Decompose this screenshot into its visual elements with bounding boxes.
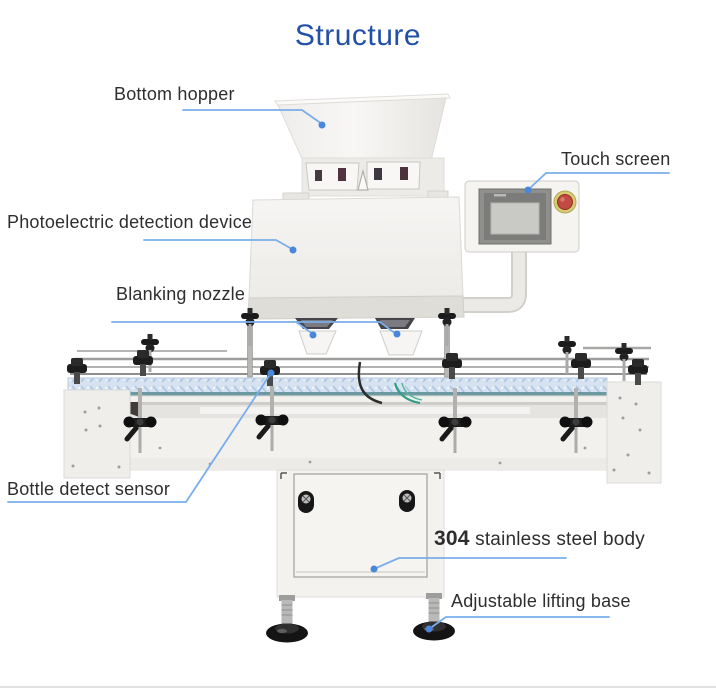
touch-screen-panel xyxy=(464,180,580,253)
air-tube xyxy=(401,382,423,401)
cabinet-door xyxy=(293,473,428,578)
callout-dot-bottom-hopper xyxy=(318,121,326,129)
rail-knob xyxy=(241,308,259,346)
conveyor-assembly xyxy=(63,308,662,484)
callout-dot-photoelectric xyxy=(289,246,297,254)
emergency-stop-button xyxy=(557,194,573,210)
callout-line-bottom-hopper xyxy=(182,109,323,125)
conveyor-belt xyxy=(67,377,608,395)
label-touch-screen: Touch screen xyxy=(561,149,671,169)
page-title: Structure xyxy=(294,19,422,52)
callout-dots xyxy=(267,121,532,633)
left-foot xyxy=(265,594,309,643)
callout-line-blanking-nozzle-right xyxy=(379,321,397,335)
blanking-nozzles-part xyxy=(295,318,423,356)
label-304-text: stainless steel body xyxy=(475,529,645,550)
label-bottle-detect-sensor: Bottle detect sensor xyxy=(7,479,171,499)
screws xyxy=(71,396,651,475)
label-bottom-hopper: Bottom hopper xyxy=(114,84,235,104)
conveyor-left-panel xyxy=(63,389,131,479)
photoelectric-detection-body xyxy=(247,190,465,320)
door-handle xyxy=(297,490,315,514)
callout-dot-lifting-base xyxy=(425,625,433,633)
callout-line-304-body xyxy=(373,557,567,570)
stainless-steel-cabinet xyxy=(276,469,445,598)
rail-clamp xyxy=(571,353,591,379)
bottom-divider xyxy=(0,686,716,688)
rail-clamp xyxy=(628,359,648,385)
label-304-number: 304 xyxy=(434,527,470,550)
bottom-hopper-part xyxy=(274,93,451,197)
door-handle xyxy=(398,489,416,513)
label-adjustable-lifting-base: Adjustable lifting base xyxy=(451,591,631,611)
conveyor-right-panel xyxy=(606,381,662,484)
callout-dot-blanking-nozzle-right xyxy=(393,330,401,338)
callout-line-blanking-nozzle-left xyxy=(295,321,314,335)
callout-dot-bottle-detect xyxy=(267,369,275,377)
callout-dot-304-body xyxy=(370,565,378,573)
callout-line-bottle-detect xyxy=(7,372,272,503)
label-blanking-nozzle: Blanking nozzle xyxy=(116,284,246,304)
control-panel-arm xyxy=(457,250,527,313)
adjustable-feet xyxy=(265,592,456,643)
air-tube xyxy=(393,382,421,405)
rail-knob xyxy=(558,336,576,374)
callout-dot-touch-screen xyxy=(524,186,532,194)
callout-dot-blanking-nozzle-left xyxy=(309,331,317,339)
rail-knob xyxy=(615,343,633,381)
rail-knob xyxy=(438,308,456,346)
cable xyxy=(357,361,383,405)
callout-line-lifting-base xyxy=(428,616,610,630)
label-photoelectric-detection-device: Photoelectric detection device xyxy=(7,212,253,232)
label-304-stainless-steel-body: 304 stainless steel body xyxy=(434,527,645,551)
callout-line-photoelectric xyxy=(143,239,293,250)
panel-logo-mark xyxy=(494,194,506,197)
callout-lines xyxy=(7,109,670,630)
callout-line-touch-screen xyxy=(528,172,670,190)
